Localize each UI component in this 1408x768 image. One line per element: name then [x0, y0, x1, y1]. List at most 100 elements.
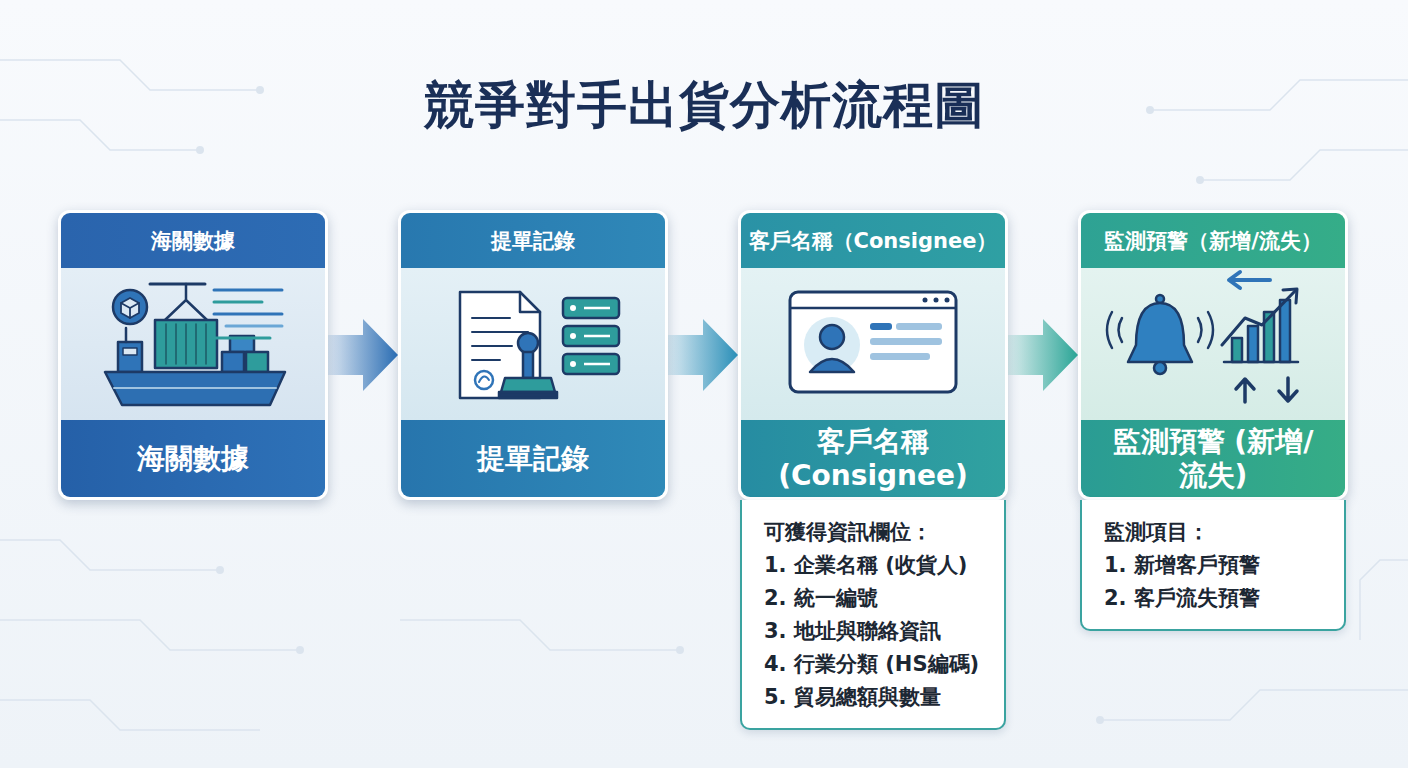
ship-icon	[123, 348, 137, 355]
ship-icon	[105, 284, 285, 405]
card-header: 提單記錄	[401, 213, 665, 268]
trend-chart-icon	[1232, 338, 1242, 362]
profile-window-icon	[790, 292, 956, 392]
flow-arrow	[1008, 319, 1078, 391]
document-stamp-icon	[475, 371, 493, 389]
server-icon	[563, 298, 619, 318]
server-icon	[563, 326, 619, 346]
circuit-node	[196, 86, 1204, 724]
trend-chart-icon	[1248, 326, 1258, 362]
document-stamp-icon	[479, 376, 489, 382]
ship-icon	[246, 352, 268, 372]
trend-chart-icon	[1222, 290, 1296, 345]
alert-bell-icon	[1154, 362, 1166, 374]
trend-chart-icon	[1222, 272, 1298, 402]
circuit-node	[296, 646, 304, 654]
trend-chart-icon	[1279, 378, 1297, 401]
flow-arrow	[668, 319, 738, 391]
list-item: 1. 新增客戶預警	[1104, 549, 1326, 582]
trend-chart-icon	[1236, 379, 1254, 402]
circuit-line	[0, 60, 260, 90]
ship-icon	[113, 290, 147, 324]
ship-icon	[150, 283, 205, 286]
circuit-line	[1150, 80, 1408, 110]
card-footer-label: 監測預警 (新增/流失)	[1081, 420, 1345, 497]
circuit-line	[0, 540, 220, 570]
card-header: 客戶名稱（Consignee）	[741, 213, 1005, 268]
ship-icon	[125, 328, 128, 342]
circuit-line	[0, 120, 200, 150]
ship-icon	[166, 324, 206, 364]
ship-icon	[118, 342, 142, 372]
document-stamp-icon	[518, 333, 538, 353]
data-lines-icon	[214, 313, 282, 316]
alert-bell-icon	[1128, 303, 1192, 362]
ship-icon	[222, 352, 244, 372]
ship-icon	[230, 336, 254, 352]
data-lines-icon	[214, 290, 282, 338]
process-card: 客戶名稱（Consignee）客戶名稱 (Consignee)	[738, 210, 1008, 500]
info-panel: 監測項目：1. 新增客戶預警2. 客戶流失預警	[1080, 500, 1346, 631]
profile-window-icon	[870, 353, 930, 360]
profile-window-icon	[896, 323, 942, 330]
trend-chart-icon	[1224, 361, 1298, 364]
profile-window-icon	[820, 325, 844, 349]
server-icon	[584, 308, 610, 364]
circuit-node	[256, 86, 264, 94]
process-card: 提單記錄提單記錄	[398, 210, 668, 500]
list-item: 3. 地址與聯絡資訊	[764, 615, 986, 648]
trend-chart-icon	[1283, 289, 1297, 303]
document-stamp-icon	[460, 292, 557, 398]
alert-bell-icon	[1107, 312, 1213, 348]
info-panel: 可獲得資訊欄位：1. 企業名稱 (收貨人)2. 統一編號3. 地址與聯絡資訊4.…	[740, 500, 1006, 730]
process-card: 海關數據海關數據	[58, 210, 328, 500]
diagram-title: 競爭對手出貨分析流程圖	[0, 72, 1408, 139]
icon-area	[61, 268, 325, 420]
circuit-node	[196, 146, 204, 154]
list-item: 1. 企業名稱 (收貨人)	[764, 549, 986, 582]
card-header: 海關數據	[61, 213, 325, 268]
profile-window-icon	[870, 323, 892, 330]
profile-window-icon	[945, 298, 950, 303]
circuit-node	[216, 566, 224, 574]
list-item: 2. 統一編號	[764, 582, 986, 615]
circuit-node	[1096, 716, 1104, 724]
profile-window-icon	[870, 338, 942, 345]
document-stamp-icon	[520, 292, 540, 312]
card-header: 監測預警（新增/流失）	[1081, 213, 1345, 268]
panel-heading: 可獲得資訊欄位：	[764, 516, 986, 549]
card-footer-label: 提單記錄	[401, 420, 665, 497]
circuit-node	[676, 646, 684, 654]
circuit-line	[0, 700, 260, 730]
trend-chart-icon	[1280, 300, 1290, 362]
circuit-line	[1360, 560, 1408, 640]
icon-area	[401, 268, 665, 420]
ship-icon	[165, 284, 207, 320]
server-icon	[570, 361, 576, 367]
alert-bell-icon	[1107, 295, 1213, 374]
circuit-line	[0, 60, 1408, 730]
profile-window-icon	[804, 317, 860, 373]
trend-chart-icon	[1264, 312, 1274, 362]
document-stamp-icon	[499, 392, 557, 398]
data-lines-icon	[214, 301, 262, 304]
profile-window-icon	[790, 292, 956, 392]
flow-arrow	[328, 319, 398, 391]
ship-icon	[121, 303, 139, 318]
list-item: 2. 客戶流失預警	[1104, 582, 1326, 615]
ship-icon	[105, 372, 285, 405]
data-lines-icon	[214, 337, 270, 340]
document-stamp-icon	[472, 318, 528, 360]
server-icon	[563, 298, 619, 374]
document-stamp-icon	[501, 378, 555, 392]
panel-heading: 監測項目：	[1104, 516, 1326, 549]
icon-area	[741, 268, 1005, 420]
profile-window-icon	[790, 307, 956, 310]
server-icon	[570, 333, 576, 339]
trend-chart-icon	[1229, 272, 1270, 288]
server-icon	[563, 354, 619, 374]
alert-bell-icon	[1156, 295, 1164, 303]
data-lines-icon	[214, 289, 282, 292]
icon-area	[1081, 268, 1345, 420]
